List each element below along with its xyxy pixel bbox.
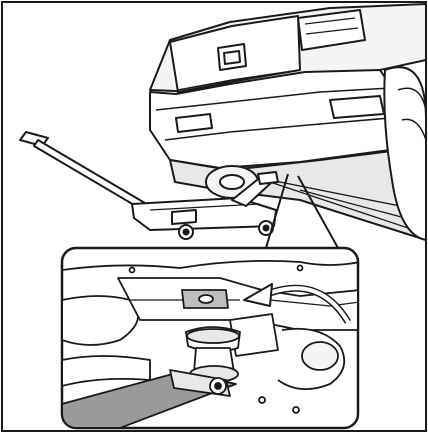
grille-emblem-icon (218, 44, 246, 70)
detail-inset (62, 248, 360, 428)
jack-point-hole (199, 295, 213, 303)
jack-saddle (258, 172, 278, 184)
jack-body (132, 198, 276, 230)
